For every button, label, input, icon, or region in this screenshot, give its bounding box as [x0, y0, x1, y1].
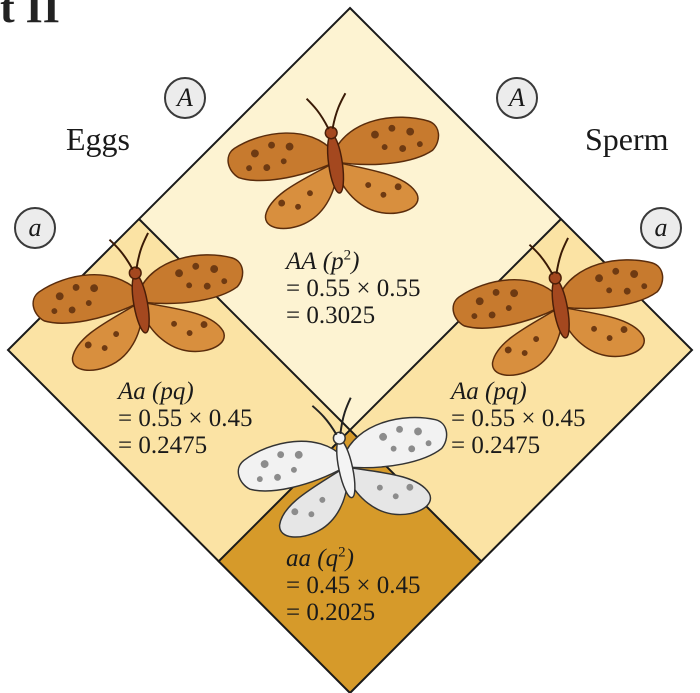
cell-Aa-left-calc: = 0.55 × 0.45 [118, 405, 252, 432]
cell-Aa-right-genotype: Aa [451, 378, 479, 405]
eggs-label: Eggs [66, 123, 130, 155]
cell-aa-calc: = 0.45 × 0.45 [286, 572, 420, 599]
cell-aa-freq-symbol: q [326, 545, 339, 572]
cell-Aa-right-result: = 0.2475 [451, 432, 585, 459]
cell-Aa-right-freq: (pq) [485, 378, 527, 405]
cell-aa-genotype: aa [286, 545, 311, 572]
cell-AA-calc: = 0.55 × 0.55 [286, 275, 420, 302]
cell-AA-freq-exp: 2 [344, 248, 352, 264]
cell-Aa-left-text: Aa (pq) = 0.55 × 0.45 = 0.2475 [118, 378, 252, 459]
cell-Aa-left-result: = 0.2475 [118, 432, 252, 459]
cell-Aa-right-text: Aa (pq) = 0.55 × 0.45 = 0.2475 [451, 378, 585, 459]
cell-AA-result: = 0.3025 [286, 302, 420, 329]
sperm-allele-a-circle: a [640, 207, 682, 249]
cell-aa-text: aa (q2) = 0.45 × 0.45 = 0.2025 [286, 545, 420, 626]
cell-AA-freq-symbol: p [331, 248, 344, 275]
cell-aa-freq-exp: 2 [338, 545, 346, 561]
sperm-allele-A-circle: A [496, 77, 538, 119]
sperm-label: Sperm [585, 123, 669, 155]
egg-allele-A-circle: A [164, 77, 206, 119]
cell-AA-text: AA (p2) = 0.55 × 0.55 = 0.3025 [286, 248, 420, 329]
cell-Aa-left-freq: (pq) [152, 378, 194, 405]
header-fragment: t II [0, 0, 60, 30]
cell-aa-result: = 0.2025 [286, 599, 420, 626]
egg-allele-a-circle: a [14, 207, 56, 249]
cell-AA-genotype: AA [286, 248, 317, 275]
cell-Aa-left-genotype: Aa [118, 378, 146, 405]
cell-Aa-right-calc: = 0.55 × 0.45 [451, 405, 585, 432]
